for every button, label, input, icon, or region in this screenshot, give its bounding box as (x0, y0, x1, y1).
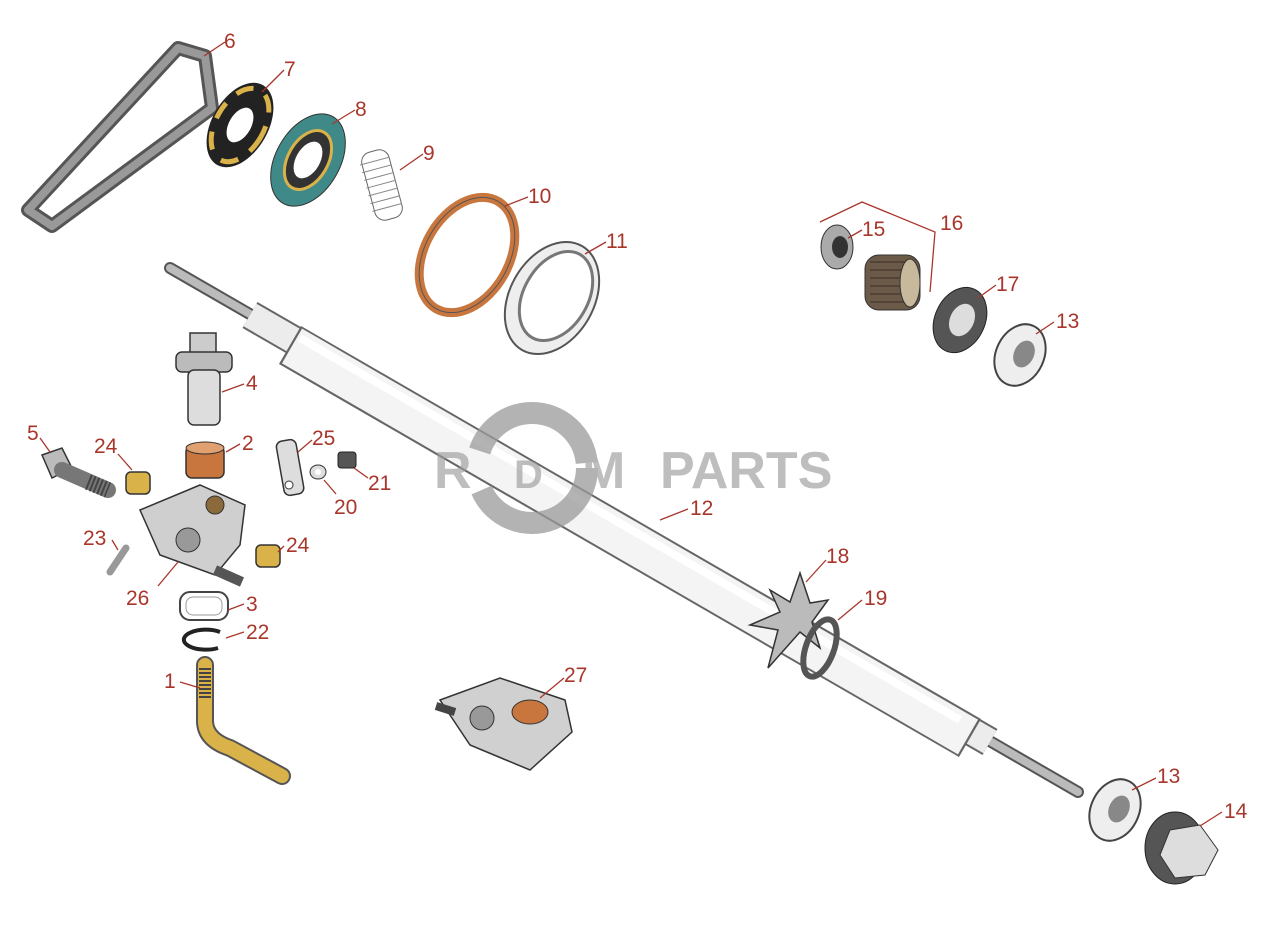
callout-14: 14 (1224, 800, 1248, 823)
callout-25: 25 (312, 427, 335, 450)
callout-17: 17 (996, 273, 1019, 296)
callout-1: 1 (164, 670, 176, 693)
part-spring[interactable] (359, 148, 404, 223)
part-gasket-ring[interactable] (193, 71, 287, 179)
callout-19: 19 (864, 587, 887, 610)
part-bushing-2[interactable] (255, 544, 281, 568)
part-bronze-bushing[interactable] (185, 441, 225, 479)
watermark-logo: R D M PARTS (434, 402, 832, 534)
callout-15: 15 (862, 218, 885, 241)
callout-6: 6 (224, 30, 236, 53)
callout-12: 12 (690, 497, 713, 520)
callout-24-2: 24 (286, 534, 310, 557)
watermark-parts: PARTS (660, 442, 832, 500)
part-lock-plate[interactable] (275, 438, 305, 497)
callout-4: 4 (246, 372, 258, 395)
part-bearing-seal[interactable] (923, 279, 997, 362)
part-o-ring[interactable] (400, 180, 535, 329)
part-pulley-set[interactable] (864, 254, 921, 311)
part-oil-seal[interactable] (255, 101, 360, 220)
callout-8: 8 (355, 98, 367, 121)
callout-20: 20 (334, 496, 357, 519)
callout-24: 24 (94, 435, 118, 458)
part-washer[interactable] (309, 464, 327, 480)
callout-13-2: 13 (1157, 765, 1180, 788)
part-pin[interactable] (106, 544, 130, 576)
part-small-bearing[interactable] (820, 224, 854, 270)
callout-16: 16 (940, 212, 963, 235)
part-gear-bolt[interactable] (175, 332, 233, 426)
callout-3: 3 (246, 593, 258, 616)
part-end-nut[interactable] (1144, 811, 1219, 885)
part-main-shaft[interactable] (164, 262, 1084, 798)
part-screw[interactable] (337, 451, 357, 469)
part-shaft-ring[interactable] (797, 615, 844, 681)
part-bearing-cup[interactable] (486, 225, 619, 371)
callout-27: 27 (564, 664, 587, 687)
watermark-r: R (434, 442, 472, 500)
callout-2: 2 (242, 432, 254, 455)
part-star-wheel[interactable] (747, 570, 830, 669)
part-bolt[interactable] (40, 447, 116, 498)
callout-22: 22 (246, 621, 269, 644)
part-circlip[interactable] (181, 627, 221, 652)
callout-23: 23 (83, 527, 106, 550)
callout-7: 7 (284, 58, 296, 81)
callouts: 6 7 8 9 10 11 15 16 17 13 4 2 25 24 5 21… (27, 30, 1248, 827)
callout-9: 9 (423, 142, 435, 165)
callout-21: 21 (368, 472, 391, 495)
callout-18: 18 (826, 545, 849, 568)
part-housing-assembly[interactable] (434, 677, 573, 771)
callout-5: 5 (27, 422, 39, 445)
part-bushing[interactable] (125, 471, 151, 495)
part-gasket[interactable] (179, 591, 229, 621)
part-ball-bearing[interactable] (985, 316, 1056, 394)
callout-13: 13 (1056, 310, 1079, 333)
callout-10: 10 (528, 185, 551, 208)
watermark-d: D (514, 453, 543, 497)
part-drive-belt[interactable] (21, 41, 219, 233)
callout-26: 26 (126, 587, 149, 610)
callout-11: 11 (606, 230, 628, 253)
part-ball-bearing-2[interactable] (1080, 771, 1151, 849)
part-bent-stud[interactable] (196, 656, 291, 785)
watermark-m: M (582, 442, 625, 500)
part-housing[interactable] (139, 484, 246, 587)
